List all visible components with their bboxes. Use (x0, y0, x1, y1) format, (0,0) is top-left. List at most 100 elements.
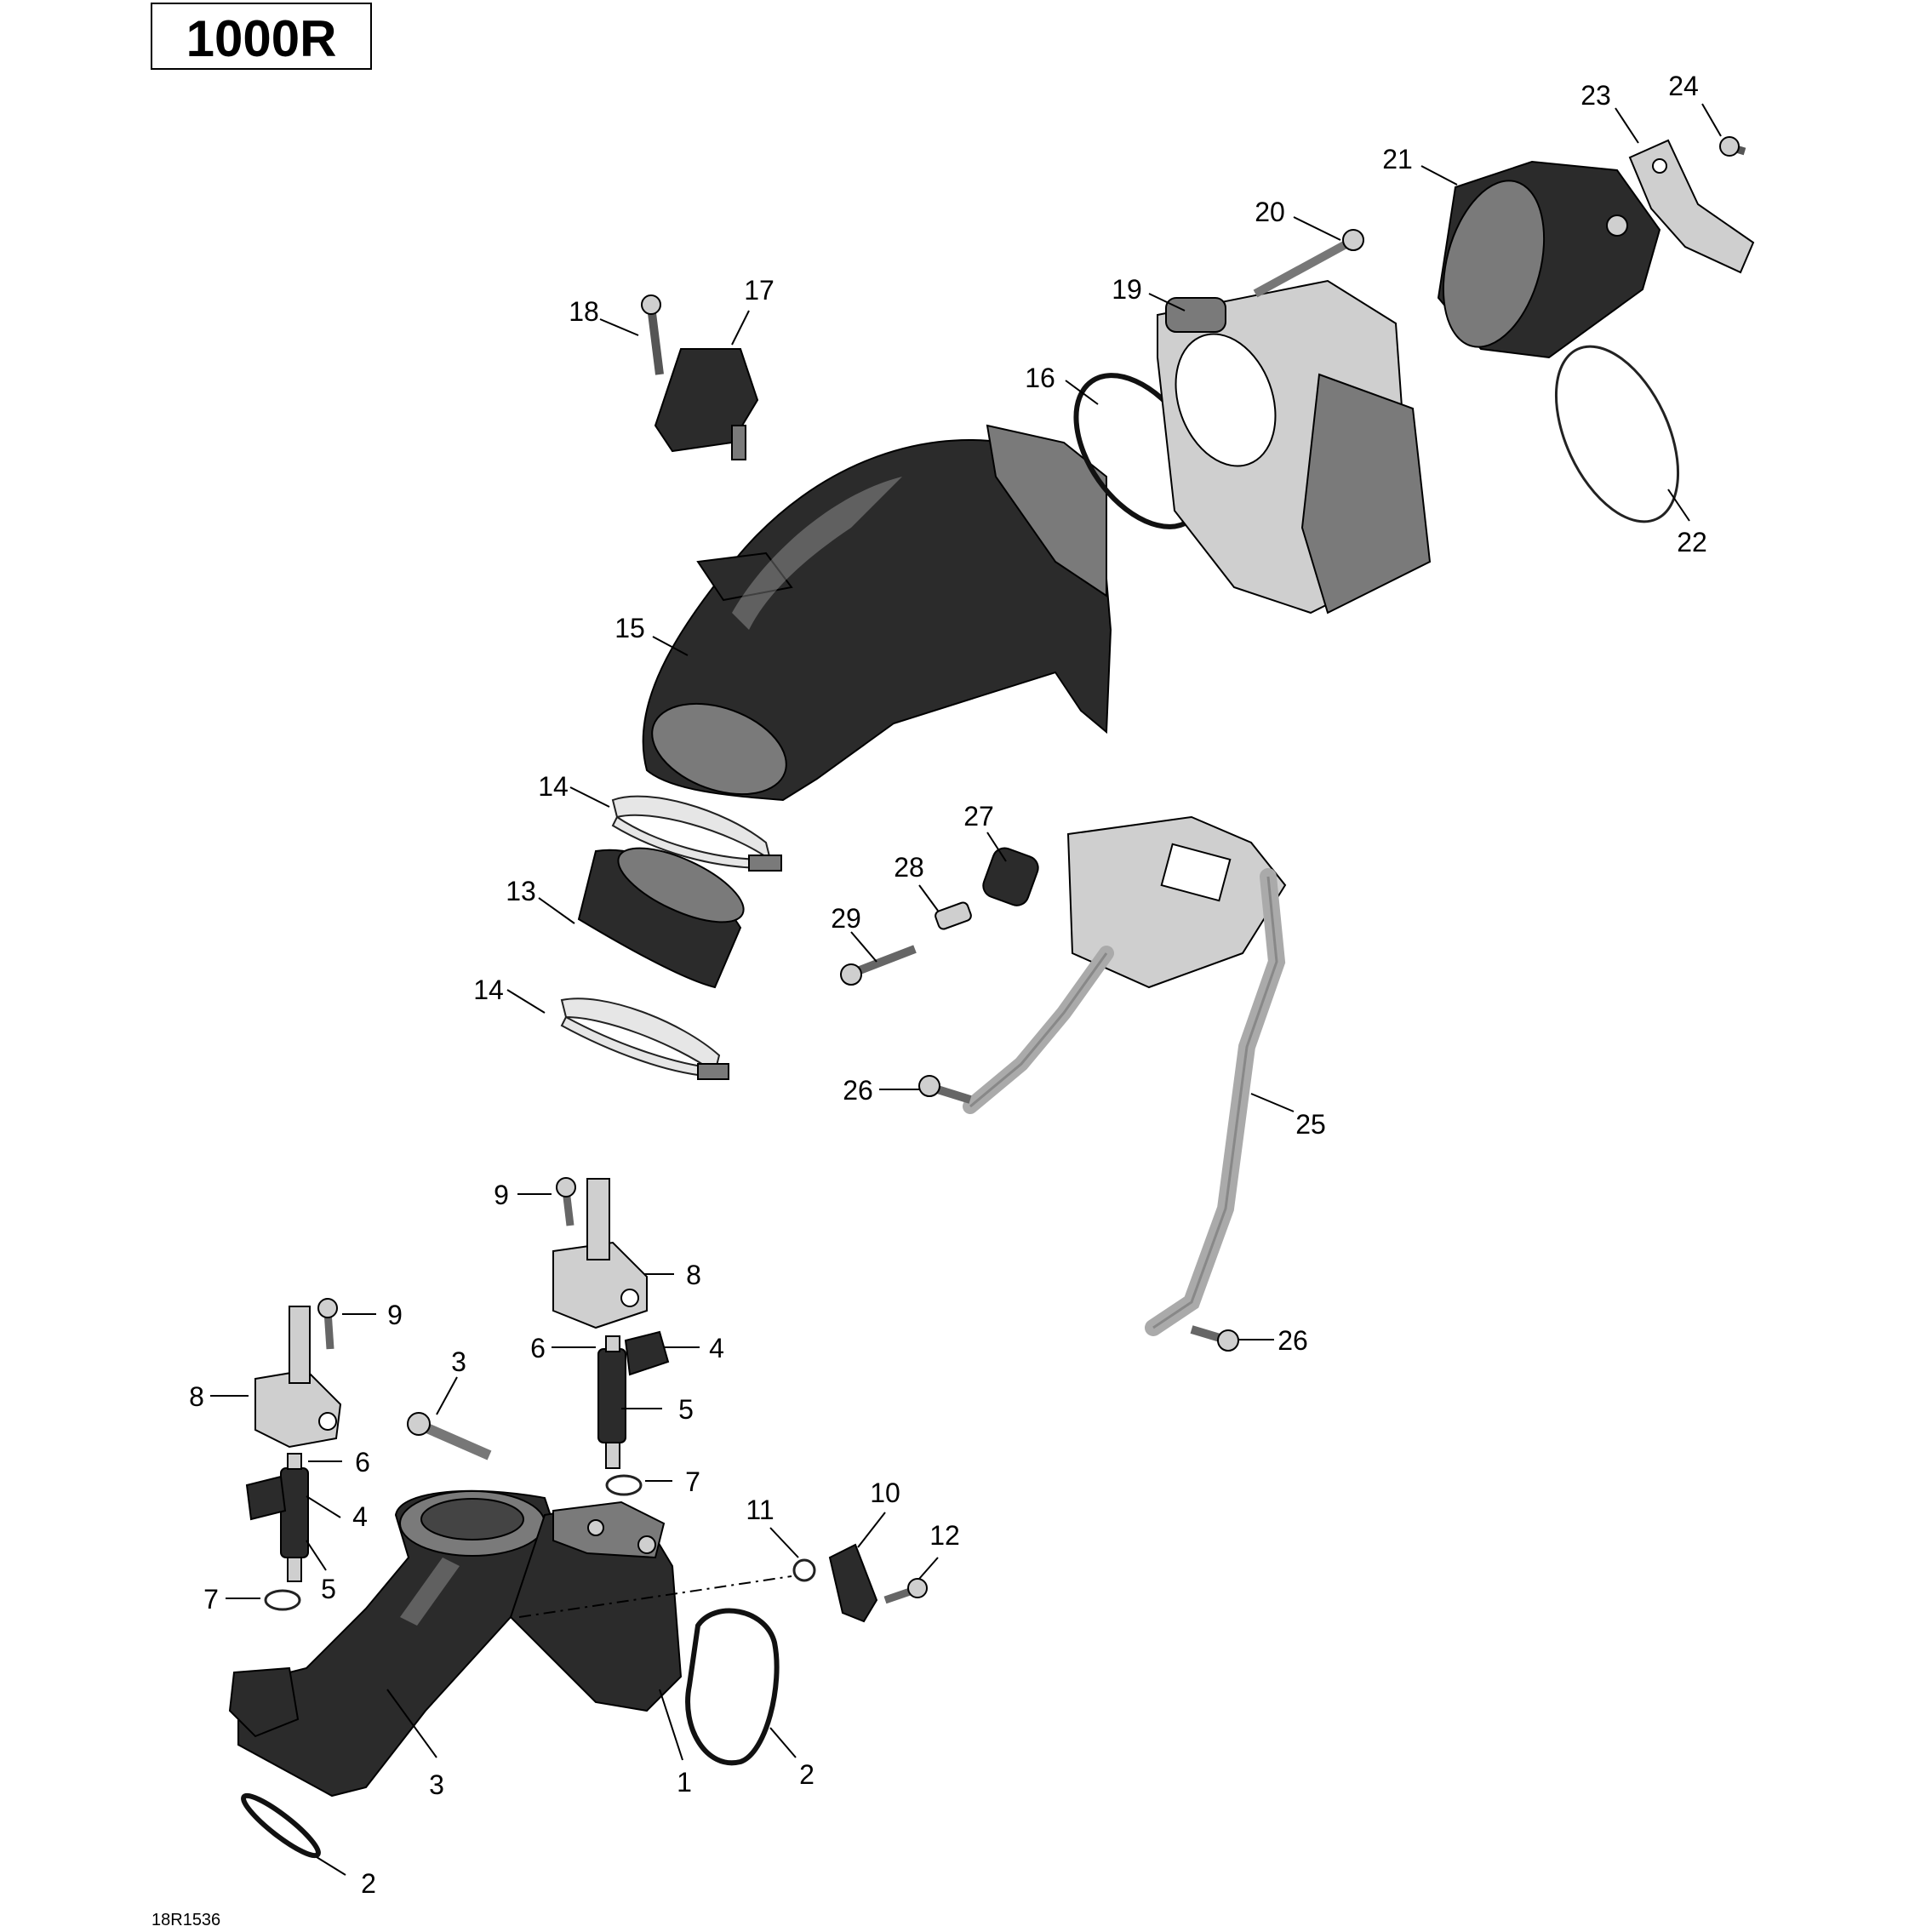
callout-7-upper: 7 (645, 1466, 700, 1497)
callout-26-upper: 26 (843, 1075, 919, 1106)
callout-8-upper: 8 (644, 1260, 701, 1290)
part-22-clamp (1554, 345, 1680, 523)
callout-14-upper: 14 (538, 771, 610, 808)
callout-number: 9 (387, 1300, 403, 1330)
callout-25: 25 (1250, 1093, 1326, 1140)
callout-number: 26 (843, 1075, 873, 1106)
callout-number: 6 (355, 1447, 370, 1478)
callout-19: 19 (1112, 274, 1186, 312)
part-1-manifold-body (509, 1500, 683, 1712)
callout-16: 16 (1025, 363, 1099, 405)
callout-number: 2 (799, 1759, 815, 1790)
callout-1: 1 (659, 1689, 692, 1798)
callout-number: 11 (746, 1495, 774, 1525)
callout-24: 24 (1668, 71, 1722, 137)
callout-26-lower: 26 (1238, 1325, 1308, 1356)
callout-number: 23 (1580, 80, 1611, 111)
part-21-housing (1437, 160, 1661, 359)
callout-29: 29 (831, 903, 877, 963)
part-9-screw-lower (317, 1298, 338, 1350)
axis-line (518, 1575, 792, 1618)
callout-10: 10 (857, 1478, 900, 1548)
callout-15: 15 (614, 613, 689, 656)
part-20-bolt (1253, 229, 1364, 298)
part-3-intake-runner (237, 1489, 563, 1798)
callout-2-right: 2 (769, 1727, 815, 1790)
part-1-flange (228, 1666, 300, 1738)
part-25-support-bracket (963, 815, 1287, 1336)
callout-number: 3 (429, 1769, 444, 1800)
callout-number: 5 (321, 1574, 336, 1604)
callout-14-lower: 14 (473, 975, 546, 1014)
part-3-bolt (407, 1412, 492, 1460)
part-13-coupler (577, 847, 745, 989)
part-15-intake-elbow (642, 424, 1112, 802)
callout-number: 4 (709, 1333, 724, 1363)
part-24-screw (1719, 136, 1746, 157)
callout-number: 25 (1295, 1109, 1326, 1140)
callout-27: 27 (963, 801, 1007, 862)
part-4-connector-lower (245, 1475, 287, 1521)
callout-number: 7 (203, 1584, 219, 1615)
callout-number: 13 (506, 876, 536, 906)
part-26-bolt-upper (918, 1075, 972, 1104)
callout-7-lower: 7 (203, 1584, 260, 1615)
part-28-spacer (935, 901, 972, 930)
callout-number: 16 (1025, 363, 1055, 393)
callout-number: 14 (538, 771, 569, 802)
part-12-screw (883, 1578, 928, 1604)
part-23-bracket (1628, 139, 1755, 274)
callout-number: 15 (614, 613, 645, 643)
callout-number: 3 (451, 1346, 466, 1377)
callout-11: 11 (746, 1495, 799, 1558)
callout-20: 20 (1255, 197, 1341, 241)
model-label: 1000R (186, 10, 337, 67)
callout-number: 4 (352, 1501, 368, 1532)
part-2-gasket-right (685, 1608, 780, 1766)
callout-number: 21 (1382, 144, 1413, 174)
callout-3-bolt: 3 (436, 1346, 466, 1415)
callout-28: 28 (894, 852, 939, 912)
part-14-lower-clamp (560, 997, 729, 1080)
callout-number: 8 (189, 1381, 204, 1412)
callout-21: 21 (1382, 144, 1458, 186)
callout-3-runner: 3 (386, 1689, 444, 1800)
callout-number: 27 (963, 801, 994, 832)
part-18-screw (641, 294, 664, 375)
callout-9-upper: 9 (494, 1180, 552, 1210)
callout-9-lower: 9 (342, 1300, 403, 1330)
callout-number: 18 (569, 296, 599, 327)
part-8-fuel-fitting-lower (254, 1306, 342, 1449)
part-19-throttle-body (1157, 279, 1432, 614)
callout-number: 28 (894, 852, 924, 883)
callout-6-lower: 6 (308, 1447, 370, 1478)
callout-4-lower: 4 (306, 1495, 368, 1532)
callout-number: 6 (530, 1333, 546, 1363)
callout-number: 8 (686, 1260, 701, 1290)
callout-5-upper: 5 (621, 1394, 694, 1425)
part-17-sensor (654, 348, 759, 460)
part-7-o-ring-upper (605, 1474, 643, 1496)
callout-number: 1 (677, 1767, 692, 1798)
part-29-bolt (840, 945, 917, 986)
callout-number: 19 (1112, 274, 1142, 305)
callout-2-left: 2 (316, 1856, 376, 1899)
callout-number: 24 (1668, 71, 1699, 101)
callout-number: 26 (1278, 1325, 1308, 1356)
callout-number: 9 (494, 1180, 509, 1210)
part-8-fuel-fitting-upper (552, 1178, 648, 1329)
callout-number: 10 (870, 1478, 900, 1508)
part-7-o-ring-lower (264, 1589, 301, 1611)
callout-18: 18 (569, 296, 639, 336)
callout-number: 14 (473, 975, 504, 1005)
part-5-injector-upper (597, 1335, 626, 1469)
callout-13: 13 (506, 876, 575, 924)
callout-number: 17 (744, 275, 775, 306)
part-26-bolt-lower (1190, 1325, 1239, 1352)
callout-8-lower: 8 (189, 1381, 249, 1412)
part-4-connector-upper (624, 1330, 670, 1376)
callout-number: 2 (361, 1868, 376, 1899)
callout-number: 22 (1677, 527, 1707, 557)
part-5-injector-lower (280, 1453, 309, 1582)
